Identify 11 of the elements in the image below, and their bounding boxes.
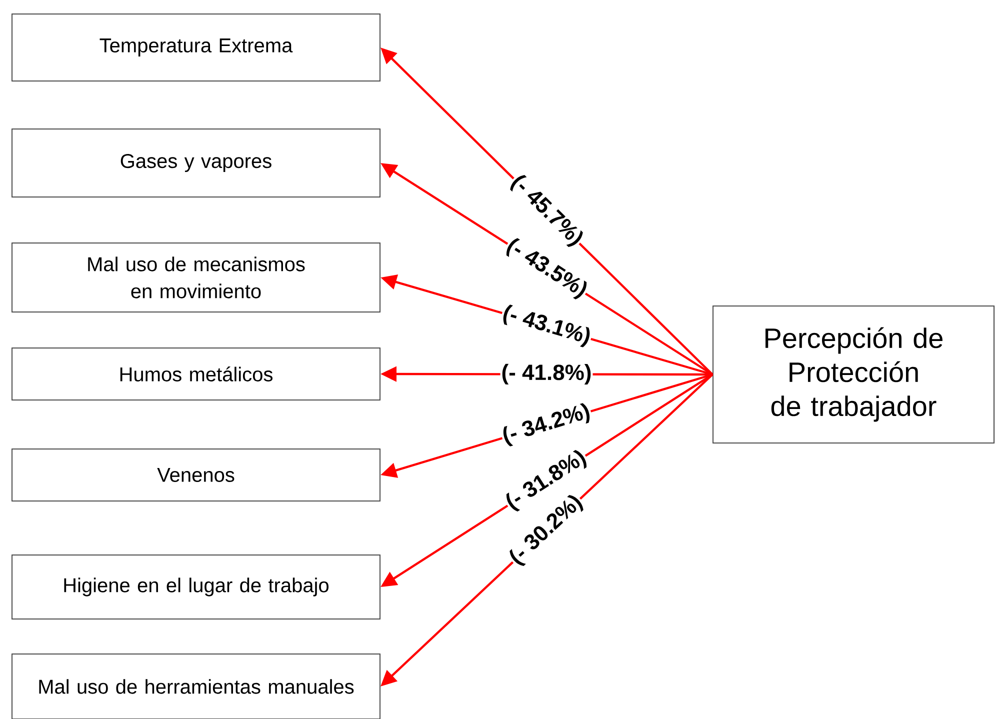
edge-label: (- 43.1%): [498, 302, 594, 350]
text-box: Venenos: [12, 448, 380, 502]
text-box: Humos metálicos: [12, 348, 380, 400]
text-box: Higiene en el lugar de trabajo: [12, 554, 380, 620]
text-box: Percepción de Protección de trabajador: [712, 306, 994, 444]
text-box: Mal uso de herramientas manuales: [12, 654, 380, 719]
text-box: Mal uso de mecanismos en movimiento: [12, 242, 380, 312]
text-box: Gases y vapores: [12, 128, 380, 198]
edge-label: (- 34.2%): [499, 400, 594, 449]
edge-label: (- 41.8%): [500, 362, 593, 386]
text-box: Temperatura Extrema: [12, 14, 380, 82]
